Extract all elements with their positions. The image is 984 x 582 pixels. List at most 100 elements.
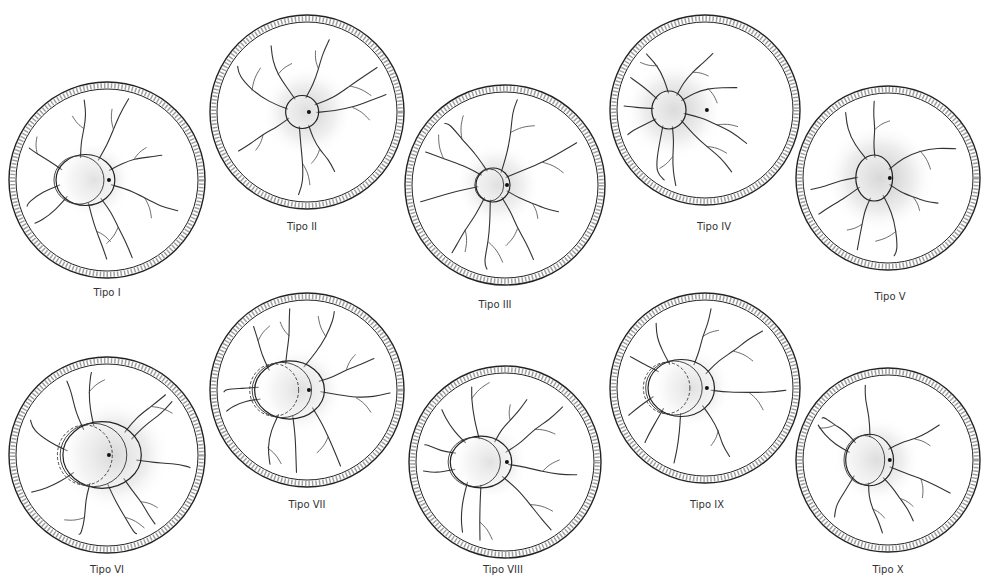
ring-texture <box>13 86 202 275</box>
vessel-branch <box>317 437 328 453</box>
blood-vessel <box>624 106 653 108</box>
fundus-drawing <box>796 86 980 270</box>
vessel-branch <box>819 425 835 428</box>
fundus-drawing <box>210 293 404 487</box>
type-label: Tipo II <box>287 221 317 233</box>
fundus-drawing <box>9 82 205 278</box>
blood-vessel <box>501 100 517 172</box>
ring-texture <box>413 370 598 555</box>
vessel-branch <box>702 330 718 336</box>
type-label: Tipo IV <box>697 221 731 233</box>
blood-vessel <box>890 185 938 203</box>
inner-ring <box>803 375 973 545</box>
blood-vessel <box>306 40 329 98</box>
vessel-branch <box>465 230 467 252</box>
outer-ring <box>796 86 980 270</box>
blood-vessel <box>125 395 166 432</box>
pigment-shading <box>833 416 920 503</box>
vessel-branch <box>141 502 157 508</box>
vessel-branch <box>461 115 463 139</box>
vessel-branch <box>480 522 493 540</box>
vessel-branch <box>920 151 931 170</box>
fundus-drawing <box>405 85 605 285</box>
inner-ring <box>617 22 793 198</box>
blood-vessel <box>461 482 467 532</box>
blood-vessel <box>317 95 386 113</box>
vessel-branch <box>543 162 564 173</box>
ring-texture <box>800 90 977 267</box>
vessel-branch <box>534 429 555 434</box>
blood-vessel <box>321 392 390 397</box>
vessel-branch <box>125 517 144 528</box>
blood-vessel <box>88 203 106 259</box>
vessel-branch <box>472 382 490 398</box>
blood-vessel <box>890 467 950 493</box>
type-label: Tipo V <box>874 291 905 303</box>
blood-vessel <box>822 418 855 443</box>
fovea-dot <box>888 458 892 462</box>
inner-ring <box>217 22 397 202</box>
vessel-branch <box>734 351 753 361</box>
vessel-branch <box>915 439 931 446</box>
blood-vessel <box>684 113 747 143</box>
vessel-branch <box>145 198 152 218</box>
blood-vessel <box>485 200 490 269</box>
blood-vessel <box>818 425 849 452</box>
pigment-shading <box>261 66 353 158</box>
outer-ring <box>610 293 800 483</box>
vessel-branch <box>875 121 890 129</box>
vessel-branch <box>488 242 502 263</box>
blood-vessel <box>27 185 59 206</box>
blood-vessel <box>883 195 897 255</box>
type-label: Tipo VIII <box>483 564 523 576</box>
blood-vessel <box>224 387 258 391</box>
blood-vessel <box>681 120 731 171</box>
vessel-branch <box>511 126 535 133</box>
peripapillary-ring <box>252 362 311 417</box>
vessel-branch <box>659 156 672 168</box>
blood-vessel <box>81 100 86 157</box>
type-label: Tipo VI <box>90 564 124 576</box>
blood-vessel <box>502 197 534 259</box>
vessel-branch <box>506 229 518 246</box>
blood-vessel <box>313 408 341 466</box>
blood-vessel <box>101 199 132 258</box>
peripapillary-ring <box>646 361 703 415</box>
vessel-branch <box>921 478 923 498</box>
blood-vessel <box>846 112 867 159</box>
pigment-shading <box>55 141 133 219</box>
vessel-branch <box>352 107 369 120</box>
blood-vessel <box>108 485 137 534</box>
outer-ring <box>405 85 605 285</box>
vessel-branch <box>439 135 444 159</box>
inner-ring <box>416 373 594 551</box>
ring-texture <box>614 19 797 202</box>
blood-vessel <box>472 387 479 439</box>
blood-vessel <box>835 476 854 517</box>
blood-vessel <box>865 385 870 436</box>
ring-texture <box>13 361 202 550</box>
type-label: Tipo VII <box>289 499 326 511</box>
vessel-branch <box>36 137 37 154</box>
vessel-branch <box>64 517 85 520</box>
blood-vessel <box>506 407 563 452</box>
fovea-dot <box>107 453 111 457</box>
blood-vessel <box>442 410 466 443</box>
vessel-branch <box>356 398 371 413</box>
peripapillary-ring <box>475 169 504 201</box>
blood-vessel <box>29 148 62 170</box>
blood-vessel <box>239 118 289 151</box>
vessel-branch <box>872 509 884 519</box>
blood-vessel <box>132 402 172 439</box>
peripapillary-ring <box>643 362 690 413</box>
vessel-branch <box>315 51 318 70</box>
ring-texture <box>800 372 977 549</box>
fundus-drawing <box>9 357 205 553</box>
blood-vessel <box>657 126 664 180</box>
vessel-branch <box>303 164 310 185</box>
optic-disc <box>846 434 894 486</box>
type-label: Tipo IX <box>690 499 724 511</box>
pigment-shading <box>825 123 935 233</box>
blood-vessel <box>315 68 377 105</box>
